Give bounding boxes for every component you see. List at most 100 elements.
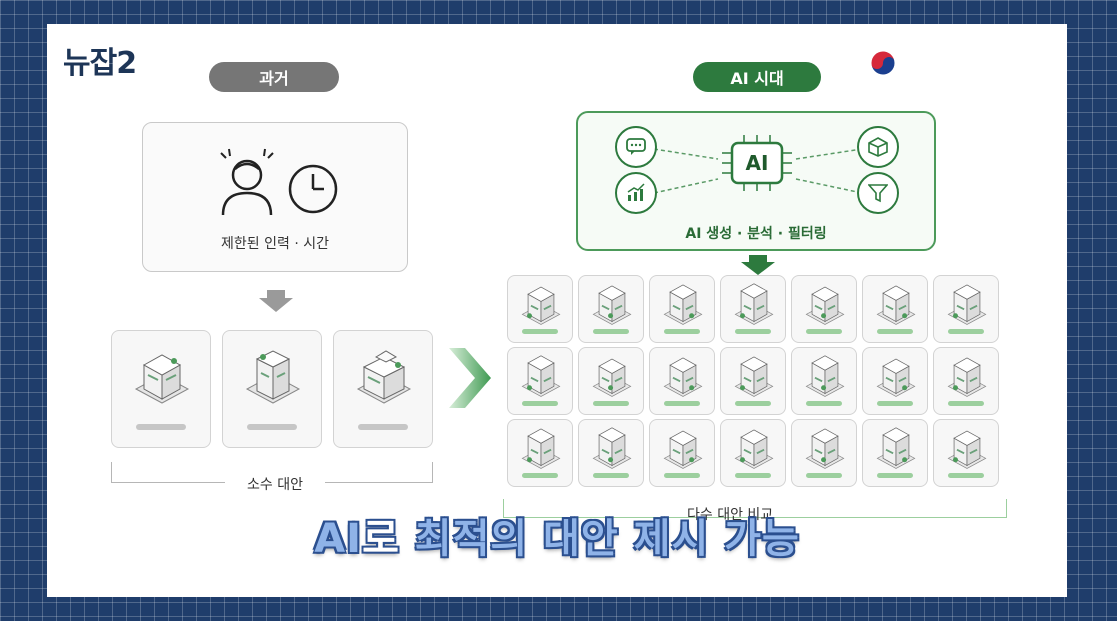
chat-icon [626, 138, 646, 155]
card-label-bar [664, 473, 700, 478]
alternative-card [507, 347, 573, 415]
building-icon [734, 283, 774, 325]
past-pill: 과거 [209, 62, 339, 92]
alternative-card [791, 419, 857, 487]
building-icon [805, 428, 845, 469]
building-icon [521, 428, 561, 469]
building-icon [876, 427, 916, 469]
many-alternatives-label: 다수 대안 비교 [687, 507, 774, 523]
alternative-card [578, 347, 644, 415]
building-icon [663, 357, 703, 397]
building-icon [734, 356, 774, 397]
alternative-card [791, 275, 857, 343]
card-label-bar [735, 329, 771, 334]
building-icon [876, 358, 916, 397]
limited-resources-box: 제한된 인력 · 시간 [142, 122, 408, 272]
card-label-bar [664, 329, 700, 334]
building-icon [805, 286, 845, 325]
stressed-person-icon [220, 148, 274, 216]
alternative-card [720, 347, 786, 415]
alternative-card [111, 330, 211, 448]
ai-chip-label: AI [745, 151, 769, 175]
card-label-bar [806, 401, 842, 406]
card-label-bar [664, 401, 700, 406]
ai-process-caption: AI 생성 · 분석 · 필터링 [685, 226, 827, 242]
building-icon [134, 354, 190, 404]
alternative-card [507, 275, 573, 343]
down-arrow-icon [259, 290, 293, 312]
card-label-bar [593, 473, 629, 478]
alternative-card [507, 419, 573, 487]
limited-resources-caption: 제한된 인력 · 시간 [221, 236, 329, 252]
card-label-bar [806, 329, 842, 334]
card-label-bar [877, 401, 913, 406]
building-icon [734, 429, 774, 469]
subtitle-part-ro: 로 [362, 516, 400, 562]
card-label-bar [522, 401, 558, 406]
ai-chip-icon: AI [722, 135, 792, 191]
down-arrow-icon [741, 255, 775, 275]
alternative-card [862, 419, 928, 487]
right-arrow-icon [449, 348, 491, 408]
building-icon [592, 358, 632, 397]
card-label-bar [948, 401, 984, 406]
building-icon [592, 285, 632, 325]
taegeuk-emblem-icon [870, 50, 896, 76]
subtitle-part-rest: 최적의 대안 제시 가능 [399, 516, 800, 562]
card-label-bar [948, 473, 984, 478]
alternative-card [649, 419, 715, 487]
ai-process-box: AI AI 생성 · 분석 · 필터링 [576, 111, 936, 251]
alternative-card [933, 419, 999, 487]
card-label-bar [136, 424, 186, 430]
building-icon [356, 350, 412, 404]
card-label-bar [522, 473, 558, 478]
clock-icon [288, 164, 338, 214]
alternative-card [720, 419, 786, 487]
alternative-card [222, 330, 322, 448]
building-icon [592, 427, 632, 469]
building-icon [663, 284, 703, 325]
filter-funnel-icon [868, 184, 888, 203]
card-label-bar [593, 329, 629, 334]
ai-era-pill: AI 시대 [693, 62, 821, 92]
card-label-bar [877, 473, 913, 478]
alternative-card [862, 275, 928, 343]
analytics-chart-icon [627, 183, 645, 201]
alternative-card [649, 275, 715, 343]
card-label-bar [593, 401, 629, 406]
card-label-bar [806, 473, 842, 478]
card-label-bar [522, 329, 558, 334]
card-label-bar [948, 329, 984, 334]
building-icon [245, 350, 301, 404]
subtitle-part-ai: AI [314, 516, 363, 562]
building-icon [876, 285, 916, 325]
cube-icon [868, 137, 888, 157]
few-alternatives-label: 소수 대안 [225, 474, 325, 494]
subtitle-caption: AI로 최적의 대안 제시 가능 [47, 506, 1067, 564]
building-icon [947, 357, 987, 397]
alternative-card [933, 347, 999, 415]
logo: 뉴잡2 [63, 46, 137, 81]
alternative-card [649, 347, 715, 415]
alternative-card [933, 275, 999, 343]
building-icon [521, 355, 561, 397]
card-label-bar [877, 329, 913, 334]
ai-network-diagram [615, 126, 899, 214]
alternative-card [578, 275, 644, 343]
building-icon [521, 286, 561, 325]
card-label-bar [358, 424, 408, 430]
card-label-bar [735, 401, 771, 406]
alternative-card [862, 347, 928, 415]
card-label-bar [247, 424, 297, 430]
alternative-card [333, 330, 433, 448]
many-alternatives-bracket [503, 499, 1007, 518]
slide: 뉴잡2 과거 AI 시대 제한된 인력 · 시간 [47, 24, 1067, 597]
building-icon [805, 355, 845, 397]
alternative-card [791, 347, 857, 415]
alternative-card [720, 275, 786, 343]
alternative-card [578, 419, 644, 487]
card-label-bar [735, 473, 771, 478]
building-icon [663, 430, 703, 469]
building-icon [947, 430, 987, 469]
building-icon [947, 284, 987, 325]
